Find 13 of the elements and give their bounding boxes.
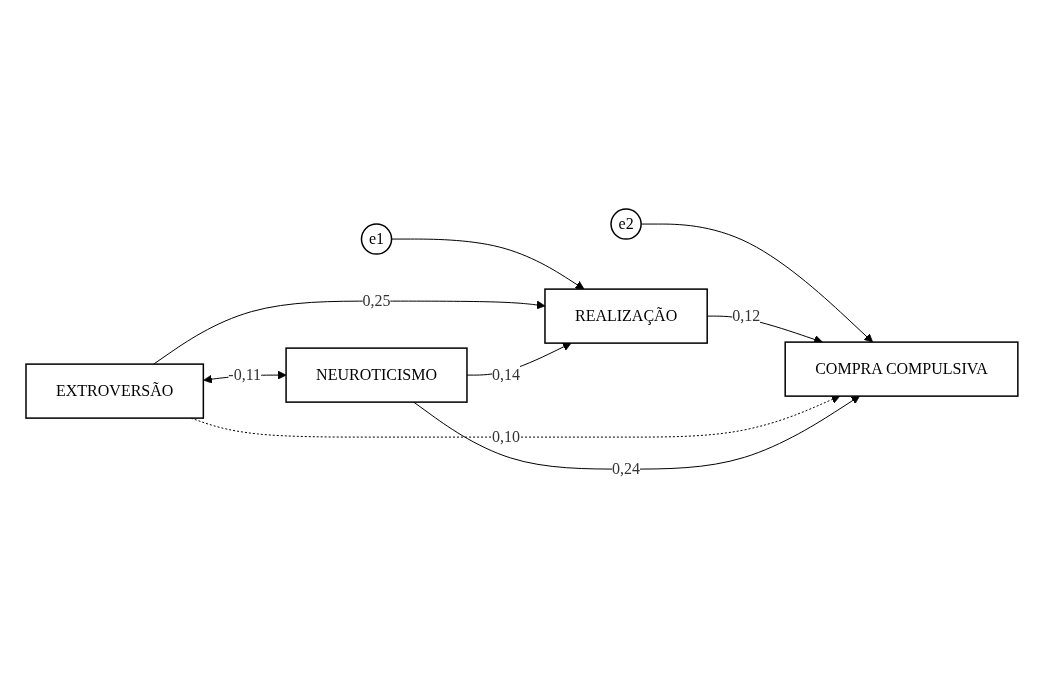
node-box: NEUROTICISMO [284, 347, 468, 404]
edge-label: 0,12 [731, 307, 760, 325]
edge-label: 0,25 [362, 292, 391, 310]
edge-label: -0,11 [227, 366, 261, 384]
arrow [152, 301, 545, 366]
node-box: REALIZAÇÃO [543, 288, 708, 345]
node-box: COMPRA COMPULSIVA [784, 341, 1019, 398]
edge-label: 0,14 [491, 366, 520, 384]
edge-label: 0,24 [611, 460, 640, 478]
node-box: EXTROVERSÃO [24, 363, 204, 420]
node-circle: e2 [609, 208, 642, 241]
node-circle: e1 [360, 223, 392, 256]
edge-label: 0,10 [491, 428, 520, 446]
